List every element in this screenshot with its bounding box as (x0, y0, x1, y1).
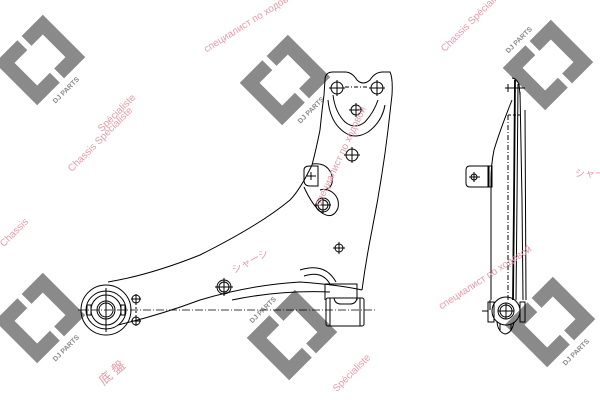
dj-logo-bottom-center: DJ PARTS (246, 289, 338, 381)
dj-logo-bottom-left: DJ PARTS (0, 272, 86, 364)
control-arm-side-view (465, 77, 527, 335)
dj-logo-top-left: DJ PARTS (0, 14, 86, 106)
dj-logo-bottom-right: DJ PARTS (504, 276, 596, 368)
control-arm-front-view (78, 71, 393, 336)
dj-logo-top-right: DJ PARTS (502, 19, 594, 111)
watermark-text: シャーシ (575, 169, 600, 180)
